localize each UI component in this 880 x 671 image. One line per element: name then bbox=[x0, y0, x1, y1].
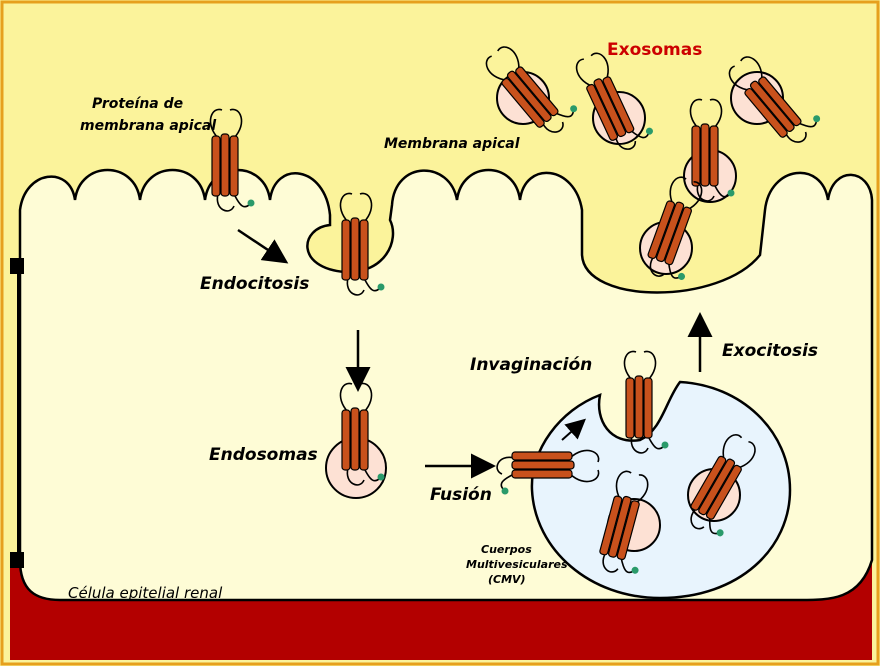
exosomas-label: Exosomas bbox=[607, 40, 702, 60]
tight-junction-top bbox=[10, 258, 24, 274]
cmv-label-line3: (CMV) bbox=[488, 573, 526, 586]
tight-junction-bottom bbox=[10, 552, 24, 568]
cell-label: Célula epitelial renal bbox=[68, 584, 223, 602]
endocytosis-label: Endocitosis bbox=[200, 274, 309, 294]
fusion-label: Fusión bbox=[430, 485, 492, 505]
exocytosis-label: Exocitosis bbox=[722, 341, 818, 361]
protein-label-line2: membrana apical bbox=[80, 118, 216, 134]
protein-label-line1: Proteína de bbox=[92, 96, 183, 112]
cmv-label-line2: Multivesiculares bbox=[466, 558, 568, 571]
invagination-label: Invaginación bbox=[470, 355, 592, 375]
apical-membrane-label: Membrana apical bbox=[384, 136, 520, 152]
cmv-label-line1: Cuerpos bbox=[481, 543, 532, 556]
endosomes-label: Endosomas bbox=[209, 445, 318, 465]
